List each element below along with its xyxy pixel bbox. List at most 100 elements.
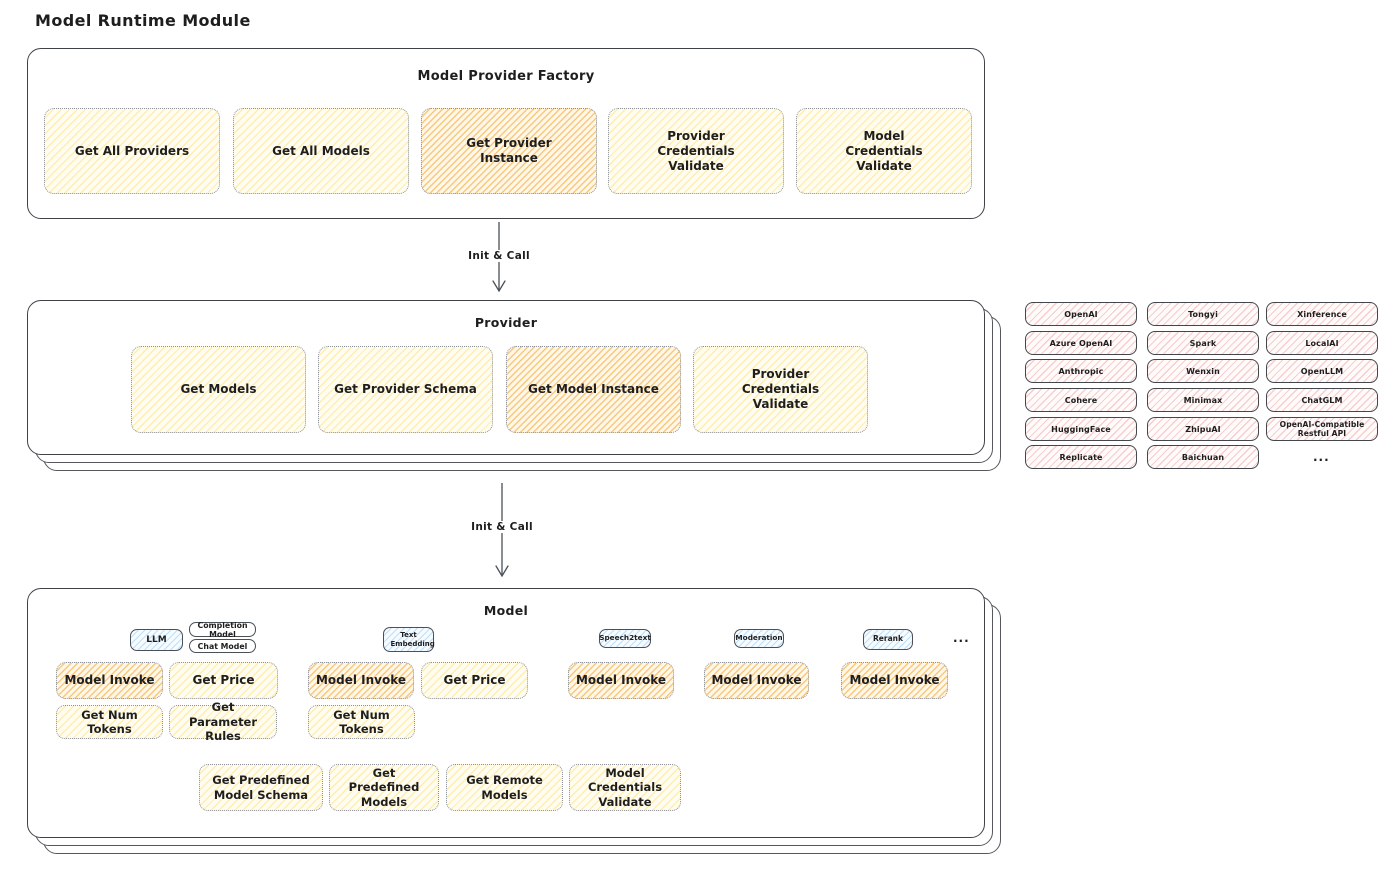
method-label: Get Provider Instance	[466, 136, 552, 165]
model-types-more-ellipsis: ...	[953, 631, 970, 645]
factory-method-get-all-models: Get All Models	[233, 108, 409, 194]
method-label: Get Provider Schema	[334, 382, 477, 396]
vendor-spark: Spark	[1147, 331, 1259, 355]
provider-method-provider-credentials-validate: Provider Credentials Validate	[693, 346, 868, 433]
common-get-predefined-models: Get Predefined Models	[329, 764, 439, 811]
llm-model-invoke: Model Invoke	[56, 662, 163, 699]
tag-label: Rerank	[873, 634, 903, 644]
vendor-tongyi: Tongyi	[1147, 302, 1259, 326]
vendor-zhipuai: ZhipuAI	[1147, 417, 1259, 441]
model-subtype-chat-model: Chat Model	[189, 639, 256, 653]
provider-method-get-models: Get Models	[131, 346, 306, 433]
vendor-label: Minimax	[1183, 395, 1223, 405]
factory-method-get-provider-instance: Get Provider Instance	[421, 108, 597, 194]
arrow2-label: Init & Call	[467, 521, 537, 533]
vendor-cohere: Cohere	[1025, 388, 1137, 412]
method-label: Get Predefined Model Schema	[212, 773, 310, 802]
method-label: Get Model Instance	[528, 382, 659, 396]
model-type-moderation: Moderation	[734, 629, 784, 648]
vendor-localai: LocalAI	[1266, 331, 1378, 355]
arrow1-label: Init & Call	[464, 250, 534, 262]
moderation-model-invoke: Model Invoke	[704, 662, 809, 699]
vendor-label: Cohere	[1064, 395, 1098, 405]
vendor-replicate: Replicate	[1025, 445, 1137, 469]
vendor-label: Replicate	[1059, 452, 1103, 462]
vendor-label: Xinference	[1297, 309, 1347, 319]
vendor-openllm: OpenLLM	[1266, 359, 1378, 383]
method-label: Model Invoke	[849, 673, 940, 687]
tag-label: Moderation	[735, 633, 783, 643]
method-label: Model Invoke	[575, 673, 667, 687]
vendor-label: HuggingFace	[1051, 424, 1111, 434]
method-label: Get All Providers	[74, 143, 190, 158]
vendor-label: LocalAI	[1305, 338, 1339, 348]
vendor-label: Tongyi	[1188, 309, 1218, 319]
vendor-wenxin: Wenxin	[1147, 359, 1259, 383]
method-label: Get Parameter Rules	[188, 700, 258, 744]
method-label: Get Predefined Models	[348, 765, 420, 809]
factory-method-model-credentials-validate: Model Credentials Validate	[796, 108, 972, 194]
embedding-get-num-tokens: Get Num Tokens	[308, 705, 415, 739]
common-get-predefined-model-schema: Get Predefined Model Schema	[199, 764, 323, 811]
vendor-label: Spark	[1189, 338, 1217, 348]
vendor-label: Baichuan	[1181, 452, 1225, 462]
model-type-rerank: Rerank	[863, 629, 913, 650]
factory-title: Model Provider Factory	[417, 69, 595, 84]
method-label: Model Credentials Validate	[587, 765, 663, 809]
method-label: Model Invoke	[64, 673, 155, 687]
speech2text-model-invoke: Model Invoke	[568, 662, 674, 699]
vendor-label: ChatGLM	[1301, 395, 1343, 405]
rerank-model-invoke: Model Invoke	[841, 662, 948, 699]
vendor-label: OpenAI-Compatible Restful API	[1279, 420, 1365, 438]
llm-get-parameter-rules: Get Parameter Rules	[169, 700, 277, 743]
method-label: Model Invoke	[315, 673, 407, 687]
vendor-anthropic: Anthropic	[1025, 359, 1137, 383]
model-subtype-completion-model: Completion Model	[189, 620, 256, 639]
factory-frame: Model Provider Factory Get All Providers…	[27, 48, 985, 219]
vendor-openai-compatible-restful-api: OpenAI-Compatible Restful API	[1266, 417, 1378, 441]
vendor-minimax: Minimax	[1147, 388, 1259, 412]
tag-label: Chat Model	[197, 641, 248, 651]
page-title: Model Runtime Module	[35, 11, 251, 30]
model-type-text-embedding: Text Embedding	[383, 627, 435, 652]
vendor-openai: OpenAI	[1025, 302, 1137, 326]
provider-method-get-model-instance: Get Model Instance	[506, 346, 681, 433]
model-title: Model	[483, 603, 529, 618]
method-label: Get Num Tokens	[333, 707, 390, 736]
vendor-label: Azure OpenAI	[1049, 338, 1113, 348]
vendor-label: OpenAI	[1064, 309, 1098, 319]
method-label: Model Credentials Validate	[845, 128, 923, 173]
tag-label: Text Embedding	[390, 631, 435, 648]
method-label: Get Remote Models	[466, 773, 543, 802]
vendor-xinference: Xinference	[1266, 302, 1378, 326]
common-get-remote-models: Get Remote Models	[446, 764, 563, 811]
common-model-credentials-validate: Model Credentials Validate	[569, 764, 681, 811]
method-label: Get Models	[180, 382, 257, 396]
vendor-label: Wenxin	[1186, 366, 1220, 376]
method-label: Provider Credentials Validate	[657, 128, 735, 173]
method-label: Provider Credentials Validate	[741, 367, 820, 411]
method-label: Get Num Tokens	[81, 707, 138, 736]
provider-title: Provider	[474, 315, 538, 330]
vendor-huggingface: HuggingFace	[1025, 417, 1137, 441]
method-label: Model Invoke	[711, 673, 802, 687]
provider-frame: Provider Get Models Get Provider Schema …	[27, 300, 985, 455]
tag-label: Speech2text	[599, 633, 651, 643]
llm-get-price: Get Price	[169, 662, 278, 699]
model-frame: Model LLM Completion Model Chat Model Te…	[27, 588, 985, 838]
method-label: Get Price	[443, 673, 506, 687]
vendors-more-ellipsis: ...	[1313, 450, 1330, 464]
vendor-label: Anthropic	[1058, 366, 1104, 376]
model-type-llm: LLM	[130, 629, 183, 651]
provider-method-get-provider-schema: Get Provider Schema	[318, 346, 493, 433]
model-type-speech2text: Speech2text	[599, 629, 651, 648]
vendor-azure-openai: Azure OpenAI	[1025, 331, 1137, 355]
llm-get-num-tokens: Get Num Tokens	[56, 705, 163, 739]
tag-label: Completion Model	[197, 620, 248, 639]
embedding-get-price: Get Price	[421, 662, 528, 699]
vendor-label: ZhipuAI	[1185, 424, 1221, 434]
factory-method-get-all-providers: Get All Providers	[44, 108, 220, 194]
method-label: Get Price	[192, 673, 255, 687]
method-label: Get All Models	[272, 143, 370, 158]
